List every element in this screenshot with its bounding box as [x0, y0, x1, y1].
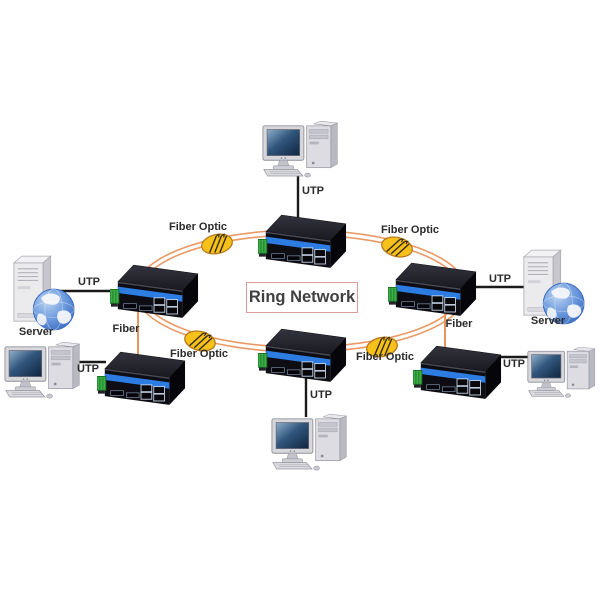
- server-icon-left: [13, 255, 75, 331]
- desktop-computer-icon-top: [262, 121, 338, 178]
- label-server-right: Server: [530, 315, 566, 327]
- label-utp-left: UTP: [78, 276, 100, 288]
- ring-network-title: Ring Network: [246, 282, 358, 313]
- label-fiber-optic-bottom-right: Fiber Optic: [355, 351, 415, 363]
- desktop-computer-icon-bottom-right: [527, 347, 596, 398]
- switch-top: [258, 214, 347, 269]
- switch-bottom-right: [413, 345, 502, 400]
- label-server-left: Server: [18, 326, 54, 338]
- switch-right: [388, 262, 477, 317]
- server-icon-right: [523, 249, 585, 325]
- label-utp-bottom-mid: UTP: [310, 389, 332, 401]
- desktop-computer-icon-bottom-left: [4, 342, 80, 399]
- desktop-computer-icon-bottom-mid: [271, 414, 347, 471]
- label-fiber-optic-top-right: Fiber Optic: [380, 224, 440, 236]
- label-utp-top: UTP: [302, 185, 324, 197]
- switch-bottom-mid: [258, 328, 347, 383]
- switch-left: [110, 264, 199, 319]
- label-fiber-optic-bottom-left: Fiber Optic: [169, 348, 229, 360]
- label-utp-right: UTP: [489, 273, 511, 285]
- label-fiber-right: Fiber: [445, 318, 473, 330]
- label-fiber-left: Fiber: [112, 323, 140, 335]
- label-utp-bottom-right: UTP: [503, 358, 525, 370]
- label-fiber-optic-top-left: Fiber Optic: [168, 221, 228, 233]
- label-utp-bottom-left: UTP: [77, 363, 99, 375]
